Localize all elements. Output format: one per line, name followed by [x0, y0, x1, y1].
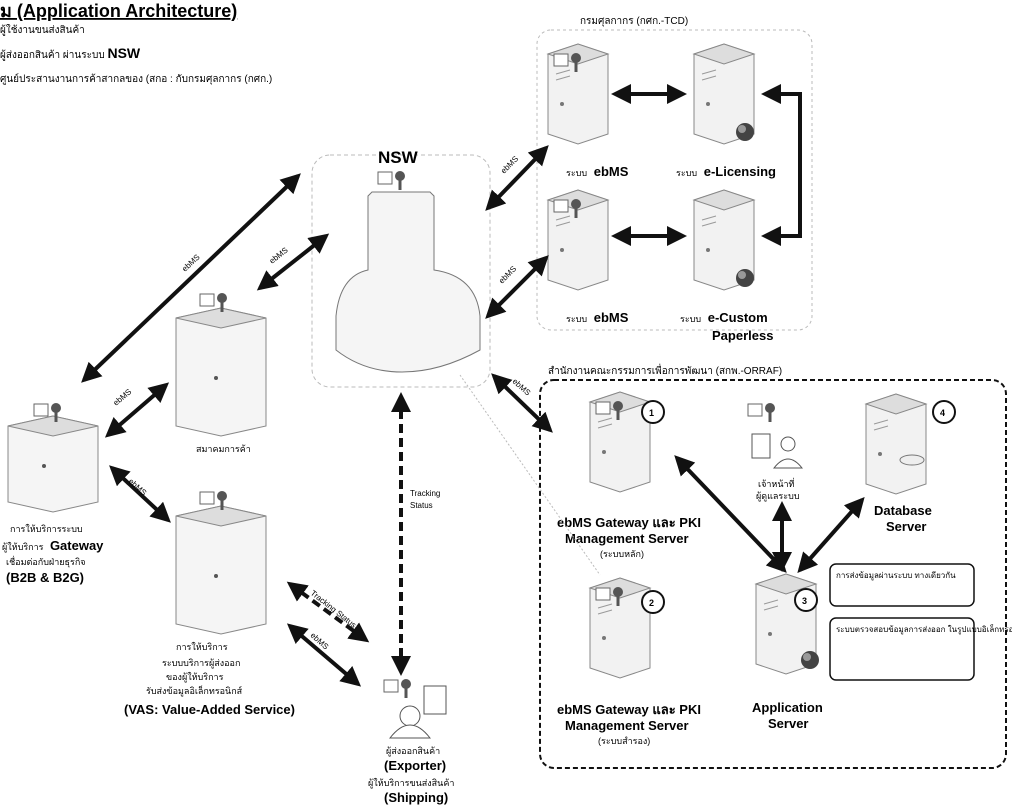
ebms-label: ebMS — [499, 154, 520, 175]
association-nsw-link — [256, 233, 330, 291]
tcd-ebms-bottom-label: ระบบ ebMS — [566, 310, 629, 325]
globe-icon — [801, 651, 819, 669]
badge-4 — [932, 400, 956, 424]
vas-label-2: ระบบบริการผู้ส่งออก — [162, 658, 240, 669]
badge-2 — [641, 590, 665, 614]
exporter-label-1: ผู้ส่งออกสินค้า — [386, 746, 440, 757]
app-server-label-1: Application — [752, 700, 823, 715]
ecustoms-label: ระบบ e-Custom — [680, 310, 768, 325]
note-box-1 — [829, 563, 975, 607]
ebms-label: ebMS — [497, 264, 518, 285]
ebms-label: ebMS — [268, 246, 290, 266]
key-icon — [198, 291, 229, 314]
tracking-label-2: Status — [410, 501, 433, 510]
ebms-label: ebMS — [309, 631, 331, 652]
nsw-tcd-ebms-bottom-link — [485, 255, 549, 319]
page-title: ม (Application Architecture) — [0, 1, 237, 21]
badge-4-text: 4 — [940, 408, 945, 418]
trade-association-server — [175, 307, 267, 437]
elicensing-label: ระบบ e-Licensing — [676, 164, 776, 179]
gateway-app-link — [674, 455, 787, 573]
backup-gateway-label-2: Management Server — [565, 718, 689, 733]
vas-exporter-tracking-link — [286, 581, 370, 643]
primary-gateway-label-1: ebMS Gateway และ PKI — [557, 515, 701, 530]
database-server — [865, 393, 927, 495]
vas-label-5: (VAS: Value-Added Service) — [124, 702, 295, 717]
backup-gateway-label-1: ebMS Gateway และ PKI — [557, 702, 701, 717]
primary-gateway-label-2: Management Server — [565, 531, 689, 546]
nsw-label: NSW — [378, 148, 419, 167]
trade-association-label: สมาคมการค้า — [196, 444, 251, 454]
tracking-label-1: Tracking — [410, 489, 440, 498]
key-icon — [198, 489, 229, 512]
db-server-label-1: Database — [874, 503, 932, 518]
nsw-platform-icon — [335, 191, 481, 373]
gw-nsw-link — [81, 173, 301, 383]
ecustoms-label-2: Paperless — [712, 328, 773, 343]
globe-icon — [736, 123, 754, 141]
note-2-text: ระบบตรวจสอบข้อมูลการส่งออก ในรูปแบบอิเล็… — [836, 624, 1012, 635]
gw-label-1: การให้บริการระบบ — [10, 524, 83, 534]
vas-label-3: ของผู้ให้บริการ — [166, 672, 224, 683]
vas-label-4: รับส่งข้อมูลอิเล็กทรอนิกส์ — [146, 684, 243, 697]
header-line-1: ผู้ใช้งานขนส่งสินค้า — [0, 24, 85, 36]
tcd-title: กรมศุลกากร (กศก.-TCD) — [580, 16, 688, 27]
nsw-orraf-link — [491, 373, 553, 433]
globe-icon — [736, 269, 754, 287]
orraf-boundary — [539, 379, 1007, 769]
db-server-label-2: Server — [886, 519, 926, 534]
vas-exporter-link — [286, 623, 362, 687]
badge-2-text: 2 — [649, 598, 654, 608]
note-box-2 — [829, 617, 975, 681]
elicensing-ecustoms-link — [761, 84, 802, 246]
admin-user-label-1: เจ้าหน้าที่ — [758, 477, 795, 489]
tracking-status-label: Tracking Status — [309, 588, 358, 629]
admin-user-icon — [746, 401, 804, 469]
primary-gateway-label-3: (ระบบหลัก) — [600, 549, 644, 559]
backup-gateway-label-3: (ระบบสำรอง) — [598, 736, 650, 746]
gw-label-2: ผู้ให้บริการ Gateway — [2, 537, 104, 554]
header-line-2: ผู้ส่งออกสินค้า ผ่านระบบ NSW — [0, 45, 141, 61]
badge-1 — [641, 400, 665, 424]
exporter-label-2: (Exporter) — [384, 758, 446, 773]
vas-label-1: การให้บริการ — [176, 642, 228, 652]
orraf-title: สำนักงานคณะกรรมการเพื่อการพัฒนา (สกพ.-OR… — [548, 363, 782, 377]
vas-server — [175, 505, 267, 635]
gw-label-3: เชื่อมต่อกับฝ่ายธุรกิจ — [6, 555, 86, 568]
exporter-label-3: ผู้ให้บริการขนส่งสินค้า — [368, 778, 454, 789]
ebms-label: ebMS — [112, 387, 134, 407]
exporter-label-4: (Shipping) — [384, 790, 448, 805]
nsw-tcd-ebms-top-link — [485, 145, 549, 211]
gateway-provider-server — [7, 415, 99, 513]
header-line-3: ศูนย์ประสานงานการค้าสากลของ (สกอ : กับกร… — [0, 73, 272, 85]
database-icon — [899, 454, 925, 466]
note-1-text: การส่งข้อมูลผ่านระบบ ทางเดียวกัน — [836, 571, 956, 581]
db-app-link — [797, 497, 865, 573]
badge-1-text: 1 — [649, 408, 654, 418]
gw-vas-link — [109, 465, 171, 523]
gw-label-4: (B2B & B2G) — [6, 570, 84, 585]
exporter-icon — [382, 677, 447, 739]
app-server-label-2: Server — [768, 716, 808, 731]
key-icon — [376, 169, 407, 192]
badge-3 — [794, 588, 818, 612]
gw-association-link — [104, 382, 170, 438]
tcd-ebms-top-label: ระบบ ebMS — [566, 164, 629, 179]
admin-user-label-2: ผู้ดูแลระบบ — [756, 491, 800, 502]
badge-3-text: 3 — [802, 596, 807, 606]
nsw-orraf-guide — [459, 374, 601, 576]
